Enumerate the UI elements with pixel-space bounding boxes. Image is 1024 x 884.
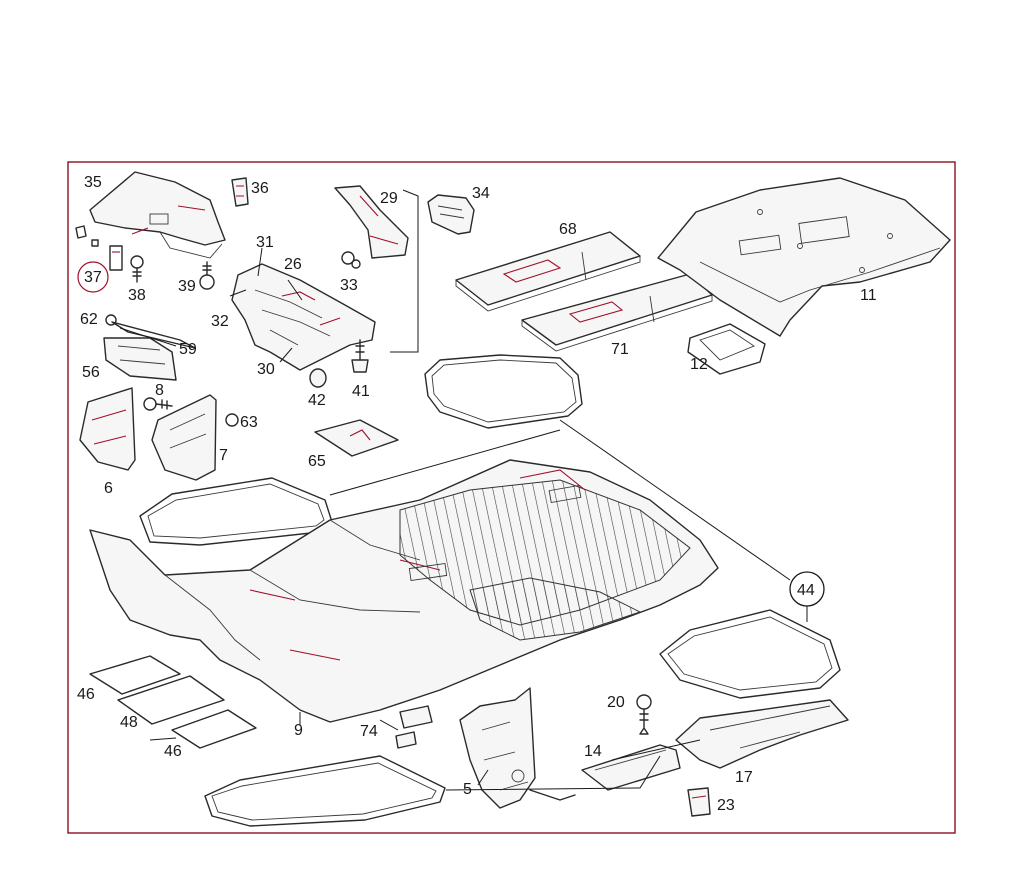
leader-lines	[119, 189, 808, 791]
label-33[interactable]: 33	[340, 277, 358, 294]
part-74-clip[interactable]	[395, 705, 433, 749]
label-34[interactable]: 34	[472, 185, 490, 202]
part-38-screw[interactable]	[130, 255, 144, 283]
label-32[interactable]: 32	[211, 313, 229, 330]
part-12-frame[interactable]	[687, 323, 766, 375]
label-29[interactable]: 29	[380, 190, 398, 207]
label-56[interactable]: 56	[82, 364, 100, 381]
part-34-module[interactable]	[427, 194, 475, 235]
part-39-screw[interactable]	[199, 261, 215, 290]
part-6-side-panel[interactable]	[79, 387, 136, 471]
part-20-screw[interactable]	[636, 694, 652, 735]
part-44-seal-front[interactable]	[139, 477, 333, 546]
part-26-console-frame[interactable]	[231, 263, 376, 371]
label-26[interactable]: 26	[284, 256, 302, 273]
label-71[interactable]: 71	[611, 341, 629, 358]
label-9[interactable]: 9	[294, 722, 303, 739]
part-11-floor-panel[interactable]	[657, 177, 951, 337]
part-71-mat[interactable]	[521, 273, 713, 352]
part-44-seal-side[interactable]	[659, 609, 841, 699]
part-41-screw[interactable]	[351, 339, 369, 373]
part-29-bracket[interactable]	[334, 185, 409, 259]
part-35-cover[interactable]	[89, 171, 226, 259]
part-68-mat[interactable]	[455, 231, 641, 312]
label-48[interactable]: 48	[120, 714, 138, 731]
label-63[interactable]: 63	[240, 414, 258, 431]
label-7[interactable]: 7	[219, 447, 228, 464]
label-39[interactable]: 39	[178, 278, 196, 295]
part-44-callout-circle	[789, 571, 825, 607]
label-41[interactable]: 41	[352, 383, 370, 400]
label-44[interactable]: 44	[797, 582, 815, 599]
part-33-fastener[interactable]	[341, 251, 361, 269]
label-23[interactable]: 23	[717, 797, 735, 814]
label-35[interactable]: 35	[84, 174, 102, 191]
part-56-bracket[interactable]	[103, 337, 177, 381]
label-59[interactable]: 59	[179, 341, 197, 358]
part-37-fastener[interactable]	[75, 225, 123, 293]
label-46-top[interactable]: 46	[77, 686, 95, 703]
part-7-side-panel[interactable]	[151, 394, 217, 481]
part-23-clip[interactable]	[687, 787, 711, 817]
part-44-seal-bottom[interactable]	[204, 755, 446, 827]
part-48-pad[interactable]	[117, 675, 225, 725]
part-8-screw[interactable]	[143, 397, 173, 411]
part-labels: 35 36 29 34 68 11 37 38 39 31 26 33 32 6…	[77, 174, 877, 814]
label-6[interactable]: 6	[104, 480, 113, 497]
part-14-plate[interactable]	[581, 744, 681, 791]
label-65[interactable]: 65	[308, 453, 326, 470]
label-31[interactable]: 31	[256, 234, 274, 251]
part-17-insulation[interactable]	[675, 699, 849, 769]
label-12[interactable]: 12	[690, 356, 708, 373]
part-62-clip[interactable]	[105, 314, 117, 326]
part-36-clip[interactable]	[231, 177, 249, 207]
part-65-plate[interactable]	[314, 419, 399, 457]
label-37[interactable]: 37	[84, 269, 102, 286]
label-68[interactable]: 68	[559, 221, 577, 238]
label-36[interactable]: 36	[251, 180, 269, 197]
label-14[interactable]: 14	[584, 743, 602, 760]
label-8[interactable]: 8	[155, 382, 164, 399]
label-42[interactable]: 42	[308, 392, 326, 409]
part-63-fastener[interactable]	[225, 413, 239, 427]
label-17[interactable]: 17	[735, 769, 753, 786]
part-9-main-carpet[interactable]	[89, 459, 719, 723]
diagram-frame	[67, 161, 956, 834]
label-74[interactable]: 74	[360, 723, 378, 740]
part-44-seal-rear[interactable]	[424, 354, 583, 429]
label-46-bottom[interactable]: 46	[164, 743, 182, 760]
label-5[interactable]: 5	[463, 781, 472, 798]
label-62[interactable]: 62	[80, 311, 98, 328]
label-11[interactable]: 11	[860, 287, 877, 304]
part-46-pad-top[interactable]	[89, 655, 181, 695]
label-38[interactable]: 38	[128, 287, 146, 304]
label-30[interactable]: 30	[257, 361, 275, 378]
part-46-pad-bottom[interactable]	[171, 709, 257, 749]
label-20[interactable]: 20	[607, 694, 625, 711]
part-42-grommet[interactable]	[309, 368, 327, 388]
